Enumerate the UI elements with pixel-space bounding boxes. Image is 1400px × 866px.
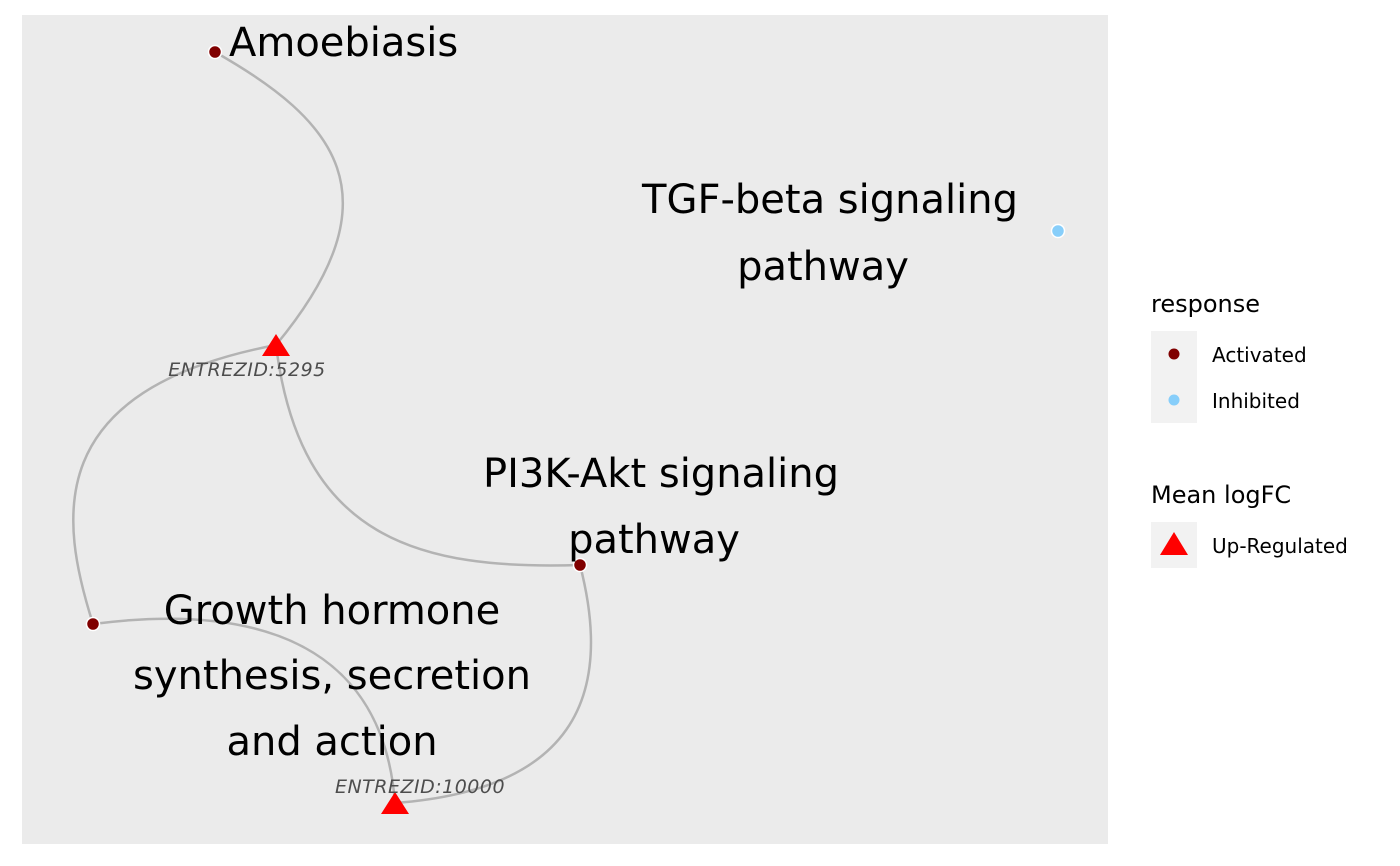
node-pi3k-dot[interactable] bbox=[572, 557, 588, 573]
legend-logfc: Mean logFC Up-Regulated bbox=[1151, 481, 1348, 568]
legend-activated-label: Activated bbox=[1212, 343, 1307, 367]
edge-growth-5295 bbox=[72, 343, 277, 625]
pathway-nodes bbox=[85, 44, 1066, 632]
legend-logfc-title: Mean logFC bbox=[1151, 481, 1291, 509]
legend-inhibited-label: Inhibited bbox=[1212, 389, 1300, 413]
legend-activated-dot-icon bbox=[1168, 348, 1180, 360]
legend-upregulated-label: Up-Regulated bbox=[1212, 534, 1348, 558]
legend-response: response Activated Inhibited bbox=[1151, 290, 1307, 423]
node-amoebiasis-dot[interactable] bbox=[207, 44, 223, 60]
edges bbox=[72, 50, 593, 805]
legend-inhibited-dot-icon bbox=[1168, 394, 1180, 406]
label-tgf-line1: TGF-beta signaling bbox=[641, 177, 1018, 223]
node-growth-dot[interactable] bbox=[85, 616, 101, 632]
label-pi3k-line2: pathway bbox=[568, 517, 740, 563]
edge-pi3k-5295 bbox=[274, 344, 581, 567]
label-amoebiasis: Amoebiasis bbox=[229, 20, 458, 66]
gene-label-5295: ENTREZID:5295 bbox=[168, 359, 326, 381]
plot-panel bbox=[22, 15, 1108, 844]
edge-growth-10000 bbox=[92, 617, 397, 804]
legend-upregulated-triangle-icon bbox=[1160, 532, 1188, 555]
gene-node-5295-triangle-icon[interactable] bbox=[262, 334, 290, 356]
label-growth-line2: synthesis, secretion bbox=[133, 653, 531, 699]
gene-label-10000: ENTREZID:10000 bbox=[335, 776, 505, 798]
gene-node-10000-triangle-icon[interactable] bbox=[381, 792, 409, 814]
label-tgf-line2: pathway bbox=[737, 244, 909, 290]
edge-pi3k-10000 bbox=[394, 564, 593, 805]
gene-nodes bbox=[262, 334, 409, 814]
label-pi3k-line1: PI3K-Akt signaling bbox=[483, 451, 839, 497]
label-growth-line1: Growth hormone bbox=[164, 588, 500, 634]
edge-amoebiasis-5295 bbox=[214, 50, 345, 346]
node-tgf-dot[interactable] bbox=[1050, 223, 1066, 239]
label-growth-line3: and action bbox=[226, 719, 437, 765]
legend-response-title: response bbox=[1151, 290, 1260, 318]
